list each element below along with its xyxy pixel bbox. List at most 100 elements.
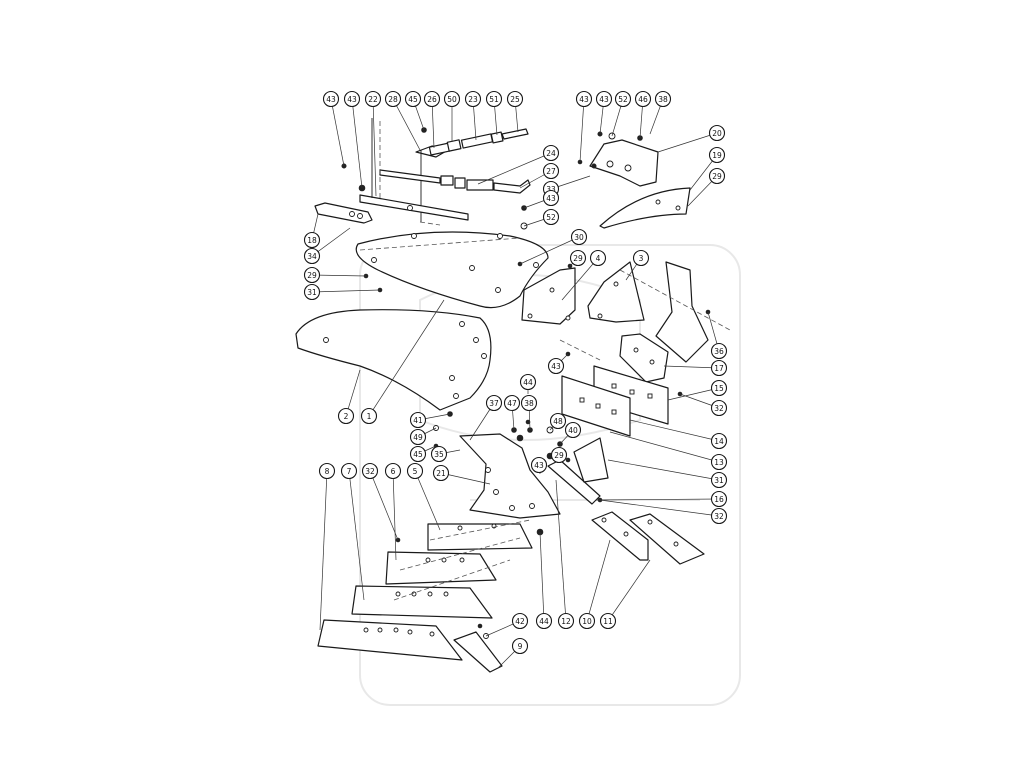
point-10 (591, 511, 649, 561)
callout-34: 34 (303, 247, 321, 265)
callout-number: 25 (510, 95, 520, 104)
callout-number: 13 (714, 458, 724, 467)
callout-number: 8 (325, 467, 330, 476)
callout-12: 12 (557, 612, 575, 630)
parts (295, 118, 731, 673)
callout-number: 38 (524, 399, 534, 408)
callout-31: 31 (303, 283, 321, 301)
callout-number: 33 (546, 185, 556, 194)
callout-40: 40 (564, 421, 582, 439)
callout-41: 41 (409, 411, 427, 429)
leader-line (595, 498, 720, 501)
callout-number: 2 (344, 412, 349, 421)
callout-27: 27 (542, 162, 560, 180)
callout-number: 15 (714, 384, 724, 393)
callout-38: 38 (654, 90, 672, 108)
callout-number: 43 (326, 95, 336, 104)
lower-rod-assembly (379, 169, 531, 194)
callout-24: 24 (542, 144, 560, 162)
share-6 (385, 551, 497, 585)
share-8 (317, 619, 463, 661)
callout-number: 12 (561, 617, 571, 626)
callout-number: 29 (573, 254, 583, 263)
callout-number: 11 (603, 617, 613, 626)
leader-line (629, 419, 720, 442)
callout-3: 3 (632, 249, 650, 267)
callout-number: 29 (307, 271, 317, 280)
callout-number: 30 (574, 233, 584, 242)
callout-44: 44 (535, 612, 553, 630)
leader-line (519, 236, 580, 265)
callout-number: 14 (714, 437, 724, 446)
leader-line (319, 470, 328, 631)
plate-14 (561, 375, 631, 437)
callout-29: 29 (303, 266, 321, 284)
callout-43: 43 (575, 90, 593, 108)
callout-number: 21 (436, 469, 446, 478)
mouldboard-1 (355, 231, 549, 309)
callout-number: 45 (408, 95, 418, 104)
callout-number: 48 (553, 417, 563, 426)
callout-number: 51 (489, 95, 499, 104)
leader-line (431, 98, 435, 149)
callout-number: 32 (365, 467, 375, 476)
callout-43: 43 (542, 189, 560, 207)
callout-number: 47 (507, 399, 517, 408)
leader-line (555, 479, 567, 622)
leader-line (392, 470, 397, 561)
leader-line (311, 289, 381, 293)
leader-line (579, 98, 585, 163)
callout-20: 20 (708, 124, 726, 142)
leader-line (539, 531, 545, 622)
leader-line (368, 299, 445, 417)
callout-number: 34 (307, 252, 317, 261)
callout-29: 29 (550, 446, 568, 464)
callout-number: 4 (596, 254, 601, 263)
plate-36 (655, 261, 709, 363)
callout-51: 51 (485, 90, 503, 108)
callout-38: 38 (520, 394, 538, 412)
callout-52: 52 (542, 208, 560, 226)
leader-line (607, 459, 720, 481)
callout-1: 1 (360, 407, 378, 425)
callout-number: 28 (388, 95, 398, 104)
shield-19 (599, 187, 691, 229)
callout-number: 26 (427, 95, 437, 104)
point-11 (629, 513, 705, 565)
callout-number: 44 (523, 378, 533, 387)
callout-35: 35 (430, 445, 448, 463)
leader-line (586, 539, 611, 622)
callout-14: 14 (710, 432, 728, 450)
callout-number: 10 (582, 617, 592, 626)
share-5 (427, 523, 533, 551)
callout-21: 21 (432, 464, 450, 482)
callout-number: 3 (639, 254, 644, 263)
callout-number: 5 (413, 467, 418, 476)
callout-number: 32 (714, 404, 724, 413)
callout-8: 8 (318, 462, 336, 480)
callout-36: 36 (710, 342, 728, 360)
callout-44: 44 (519, 373, 537, 391)
callout-47: 47 (503, 394, 521, 412)
leader-line (663, 365, 720, 369)
callout-number: 45 (413, 450, 423, 459)
callout-number: 24 (546, 149, 556, 158)
tip-9 (453, 631, 503, 673)
callout-number: 40 (568, 426, 578, 435)
callout-number: 27 (546, 167, 556, 176)
leader-line (311, 274, 367, 277)
callout-50: 50 (443, 90, 461, 108)
callout-number: 31 (307, 288, 317, 297)
callout-number: 16 (714, 495, 724, 504)
callout-number: 52 (618, 95, 628, 104)
callout-10: 10 (578, 612, 596, 630)
callout-number: 31 (714, 476, 724, 485)
callout-number: 38 (658, 95, 668, 104)
callout-4: 4 (589, 249, 607, 267)
callout-number: 43 (551, 362, 561, 371)
plate-3 (587, 261, 645, 323)
callout-number: 52 (546, 213, 556, 222)
callout-number: 17 (714, 364, 724, 373)
